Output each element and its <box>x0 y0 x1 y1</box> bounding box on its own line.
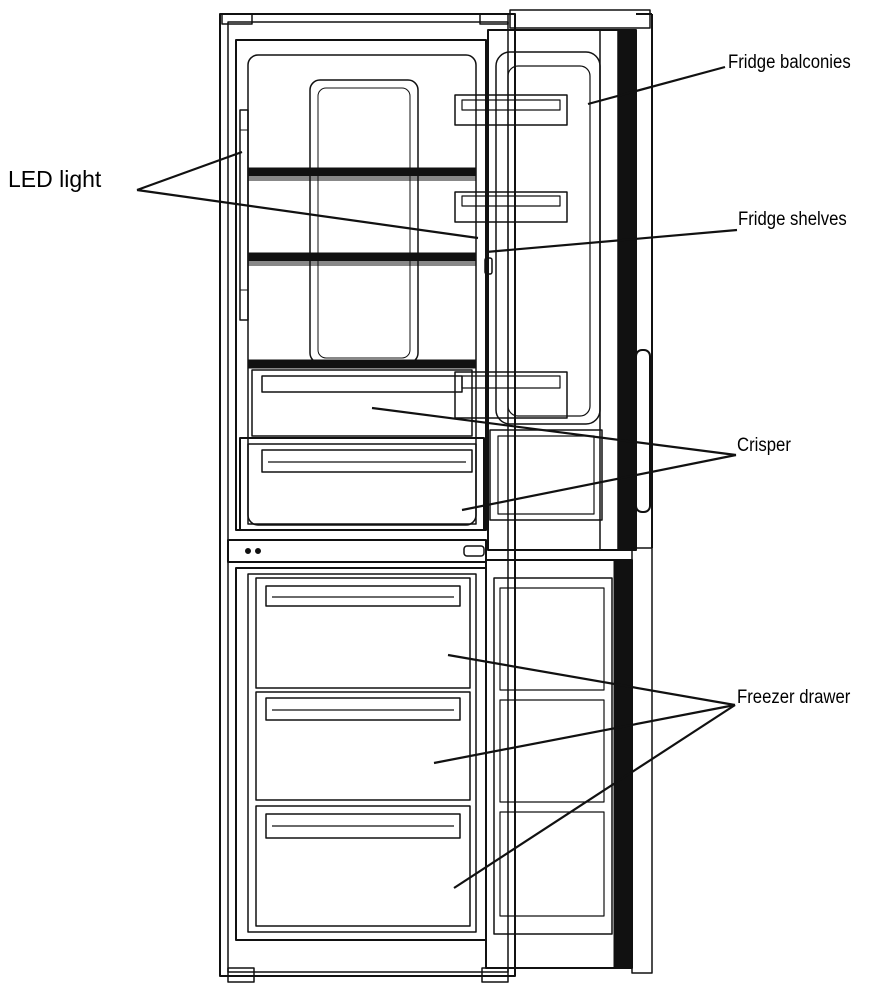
leader-led-1 <box>136 150 243 192</box>
cabinet-side <box>509 9 653 548</box>
label-fridge-shelves: Fridge shelves <box>738 209 847 230</box>
freezer-door <box>485 547 653 974</box>
leader-shelves <box>485 228 738 254</box>
leader-freezer-3 <box>453 704 736 889</box>
middle-divider <box>227 539 487 563</box>
freezer-compartment <box>235 567 487 941</box>
label-freezer-drawer: Freezer drawer <box>737 687 851 708</box>
cabinet-body <box>219 13 516 983</box>
leader-crisper-2 <box>461 453 737 512</box>
leader-balconies <box>587 65 726 106</box>
fridge-shelves <box>247 167 477 369</box>
fridge-door <box>454 29 651 551</box>
crisper-drawers <box>239 369 485 531</box>
leader-lines <box>136 65 738 889</box>
leader-led-2 <box>136 188 479 240</box>
leader-freezer-1 <box>447 653 736 707</box>
fridge-compartment <box>235 39 487 531</box>
label-crisper: Crisper <box>737 435 791 456</box>
label-led-light: LED light <box>8 166 102 192</box>
leader-freezer-2 <box>433 703 736 765</box>
leader-crisper-1 <box>371 406 737 457</box>
label-fridge-balconies: Fridge balconies <box>728 52 851 73</box>
